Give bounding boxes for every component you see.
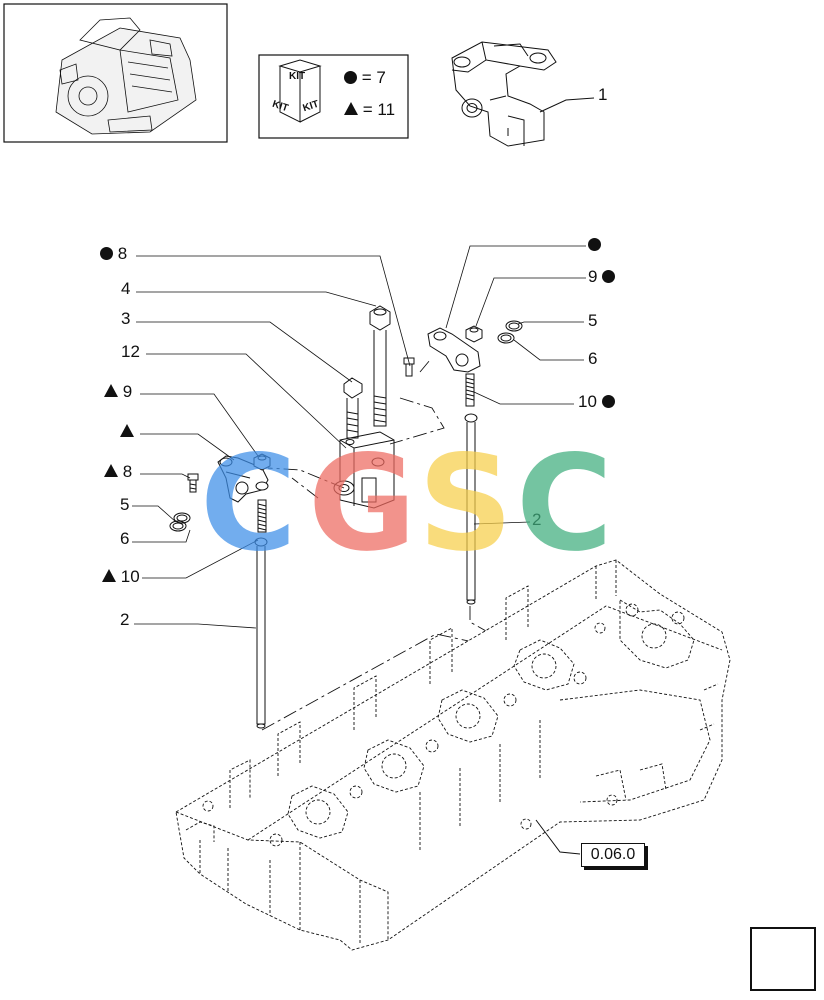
callout-2-right: 2 bbox=[532, 510, 542, 529]
callout-4: 4 bbox=[121, 279, 131, 298]
triangle-symbol-icon bbox=[104, 384, 118, 397]
callout-10-right-text: 10 bbox=[578, 392, 597, 411]
leader-line-1 bbox=[539, 97, 595, 113]
triangle-symbol-icon bbox=[104, 464, 118, 477]
o-rings-left bbox=[169, 512, 191, 532]
callout-9-left-text: 9 bbox=[122, 382, 133, 401]
callout-circle-only-right bbox=[588, 236, 601, 254]
callout-5-right: 5 bbox=[588, 311, 598, 330]
valve-bridge-left bbox=[255, 481, 269, 491]
leader-lines bbox=[132, 245, 586, 629]
watermark-letter-1: C bbox=[200, 427, 297, 581]
circle-symbol-icon bbox=[602, 270, 616, 283]
kit-legend-box bbox=[258, 54, 409, 139]
adjusting-nut-right bbox=[465, 325, 483, 343]
callout-6-right: 6 bbox=[588, 349, 598, 368]
leader-line-ref bbox=[535, 819, 581, 855]
rocker-arm-right bbox=[427, 327, 481, 373]
adjusting-nut-left bbox=[253, 453, 271, 471]
callout-12: 12 bbox=[121, 342, 140, 361]
callout-9-right-text: 9 bbox=[588, 267, 598, 286]
callout-6-left: 6 bbox=[120, 529, 130, 548]
circle-symbol-icon bbox=[601, 395, 615, 408]
callout-1: 1 bbox=[598, 85, 608, 104]
callout-9-left: 9 bbox=[104, 383, 132, 401]
adjusting-screw-left bbox=[257, 499, 267, 533]
long-bolt-part-4 bbox=[369, 305, 391, 427]
callout-2-left: 2 bbox=[120, 610, 130, 629]
kit-circle-count: = 7 bbox=[344, 69, 386, 87]
adjusting-screw-right bbox=[465, 373, 475, 407]
kit-triangle-count-text: = 11 bbox=[362, 100, 396, 119]
o-rings-right bbox=[497, 320, 523, 344]
rocker-support-part-1 bbox=[451, 41, 557, 147]
callout-10-left: 10 bbox=[102, 568, 140, 586]
callout-10-right: 10 bbox=[578, 393, 615, 411]
engine-thumbnail-frame bbox=[3, 3, 228, 143]
triangle-symbol-icon bbox=[102, 569, 116, 582]
callout-10-left-text: 10 bbox=[120, 567, 140, 586]
circle-symbol-icon bbox=[100, 247, 113, 260]
callout-8-left-text: 8 bbox=[122, 462, 133, 481]
reference-box[interactable]: 0.06.0 bbox=[581, 843, 645, 867]
short-bolt-part-3 bbox=[343, 377, 363, 439]
watermark-letter-2: G bbox=[308, 427, 417, 581]
kit-triangle-count: = 11 bbox=[344, 101, 395, 119]
callout-8-left: 8 bbox=[104, 463, 132, 481]
triangle-symbol-icon bbox=[120, 424, 134, 437]
engine-thumbnail-icon bbox=[55, 17, 197, 135]
triangle-symbol-icon bbox=[344, 102, 358, 115]
kit-circle-count-text: = 7 bbox=[361, 68, 386, 87]
circle-symbol-icon bbox=[588, 238, 601, 251]
watermark-letter-4: C bbox=[516, 427, 613, 581]
next-page-arrow-button[interactable] bbox=[750, 927, 816, 991]
cylinder-head-outline bbox=[175, 559, 731, 951]
callout-3: 3 bbox=[121, 309, 131, 328]
kit-label-top: KIT bbox=[289, 71, 306, 82]
push-rod-right bbox=[464, 413, 478, 605]
small-bolt-left bbox=[187, 473, 199, 493]
watermark-letter-3: S bbox=[418, 427, 514, 581]
small-bolt-right bbox=[403, 357, 415, 377]
callout-9-right: 9 bbox=[588, 267, 616, 286]
circle-symbol-icon bbox=[344, 71, 357, 84]
callout-8-top-text: 8 bbox=[117, 244, 128, 263]
callout-triangle-only-left bbox=[120, 423, 134, 441]
callout-5-left: 5 bbox=[120, 495, 130, 514]
callout-8-top: 8 bbox=[100, 245, 127, 263]
